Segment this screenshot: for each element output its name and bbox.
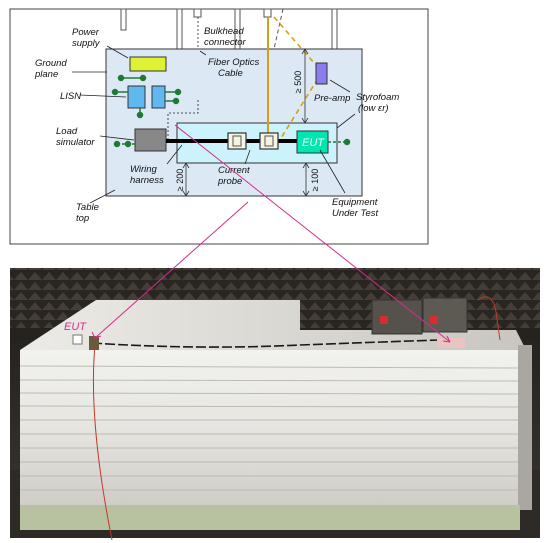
chamber-photo: EUT — [10, 268, 540, 541]
load-connectors — [113, 140, 135, 148]
power-supply — [129, 56, 167, 72]
label-current-probe: Current probe — [217, 165, 252, 187]
load-simulator — [134, 128, 167, 152]
photo-eut-marker — [72, 334, 83, 345]
label-wiring-harness: Wiring harness — [130, 164, 164, 186]
current-probe-2 — [259, 132, 279, 150]
label-lisn: LISN — [60, 91, 81, 102]
foam-layers — [19, 365, 519, 491]
lisn-connectors — [111, 88, 182, 119]
bulkhead-connector-icon — [193, 8, 202, 18]
photo-eut-device — [89, 336, 99, 350]
eut-connector — [328, 138, 351, 146]
fiber-optics-cable — [167, 100, 199, 140]
dimension-100: ≥ 100 — [310, 169, 320, 191]
label-fiber-optics-cable: Fiber Optics Cable — [208, 57, 262, 79]
power-connectors — [117, 74, 147, 82]
pointer-lines — [91, 124, 451, 343]
foam-table-side — [20, 350, 518, 505]
label-power-supply: Power supply — [72, 27, 102, 49]
dimension-500: ≥ 500 — [293, 71, 303, 93]
top-cables — [120, 8, 338, 100]
photo-eut-label: EUT — [64, 321, 87, 333]
lisn-box-1 — [127, 85, 146, 109]
dimension-lines — [182, 48, 310, 197]
photo-red-wire-right — [477, 296, 501, 341]
foam-base — [20, 505, 520, 530]
foam-right-face — [518, 345, 532, 510]
label-bulkhead-connector: Bulkhead connector — [204, 26, 247, 48]
setup-diagram: EUT ≥ 500 ≥ 200 ≥ 100 — [9, 8, 429, 245]
foam-table-top — [20, 300, 525, 352]
pre-amp — [315, 62, 328, 85]
current-probe-1 — [227, 132, 247, 150]
dimension-200: ≥ 200 — [175, 169, 185, 191]
label-styrofoam: Styrofoam (low εr) — [356, 92, 402, 114]
label-load-simulator: Load simulator — [56, 126, 95, 148]
eut-box-label: EUT — [302, 137, 325, 149]
label-table-top: Table top — [76, 202, 102, 224]
lisn-box-2 — [151, 85, 166, 109]
label-equipment-under-test: Equipment Under Test — [332, 197, 380, 219]
label-pre-amp: Pre-amp — [314, 93, 350, 104]
diagram-labels: Power supply Ground plane LISN Load simu… — [34, 26, 402, 224]
photo-wiring-harness — [91, 339, 441, 348]
photo-load-boxes — [371, 297, 468, 348]
photo-red-cable — [92, 344, 113, 541]
label-ground-plane: Ground plane — [34, 58, 69, 80]
leader-lines — [72, 45, 356, 204]
